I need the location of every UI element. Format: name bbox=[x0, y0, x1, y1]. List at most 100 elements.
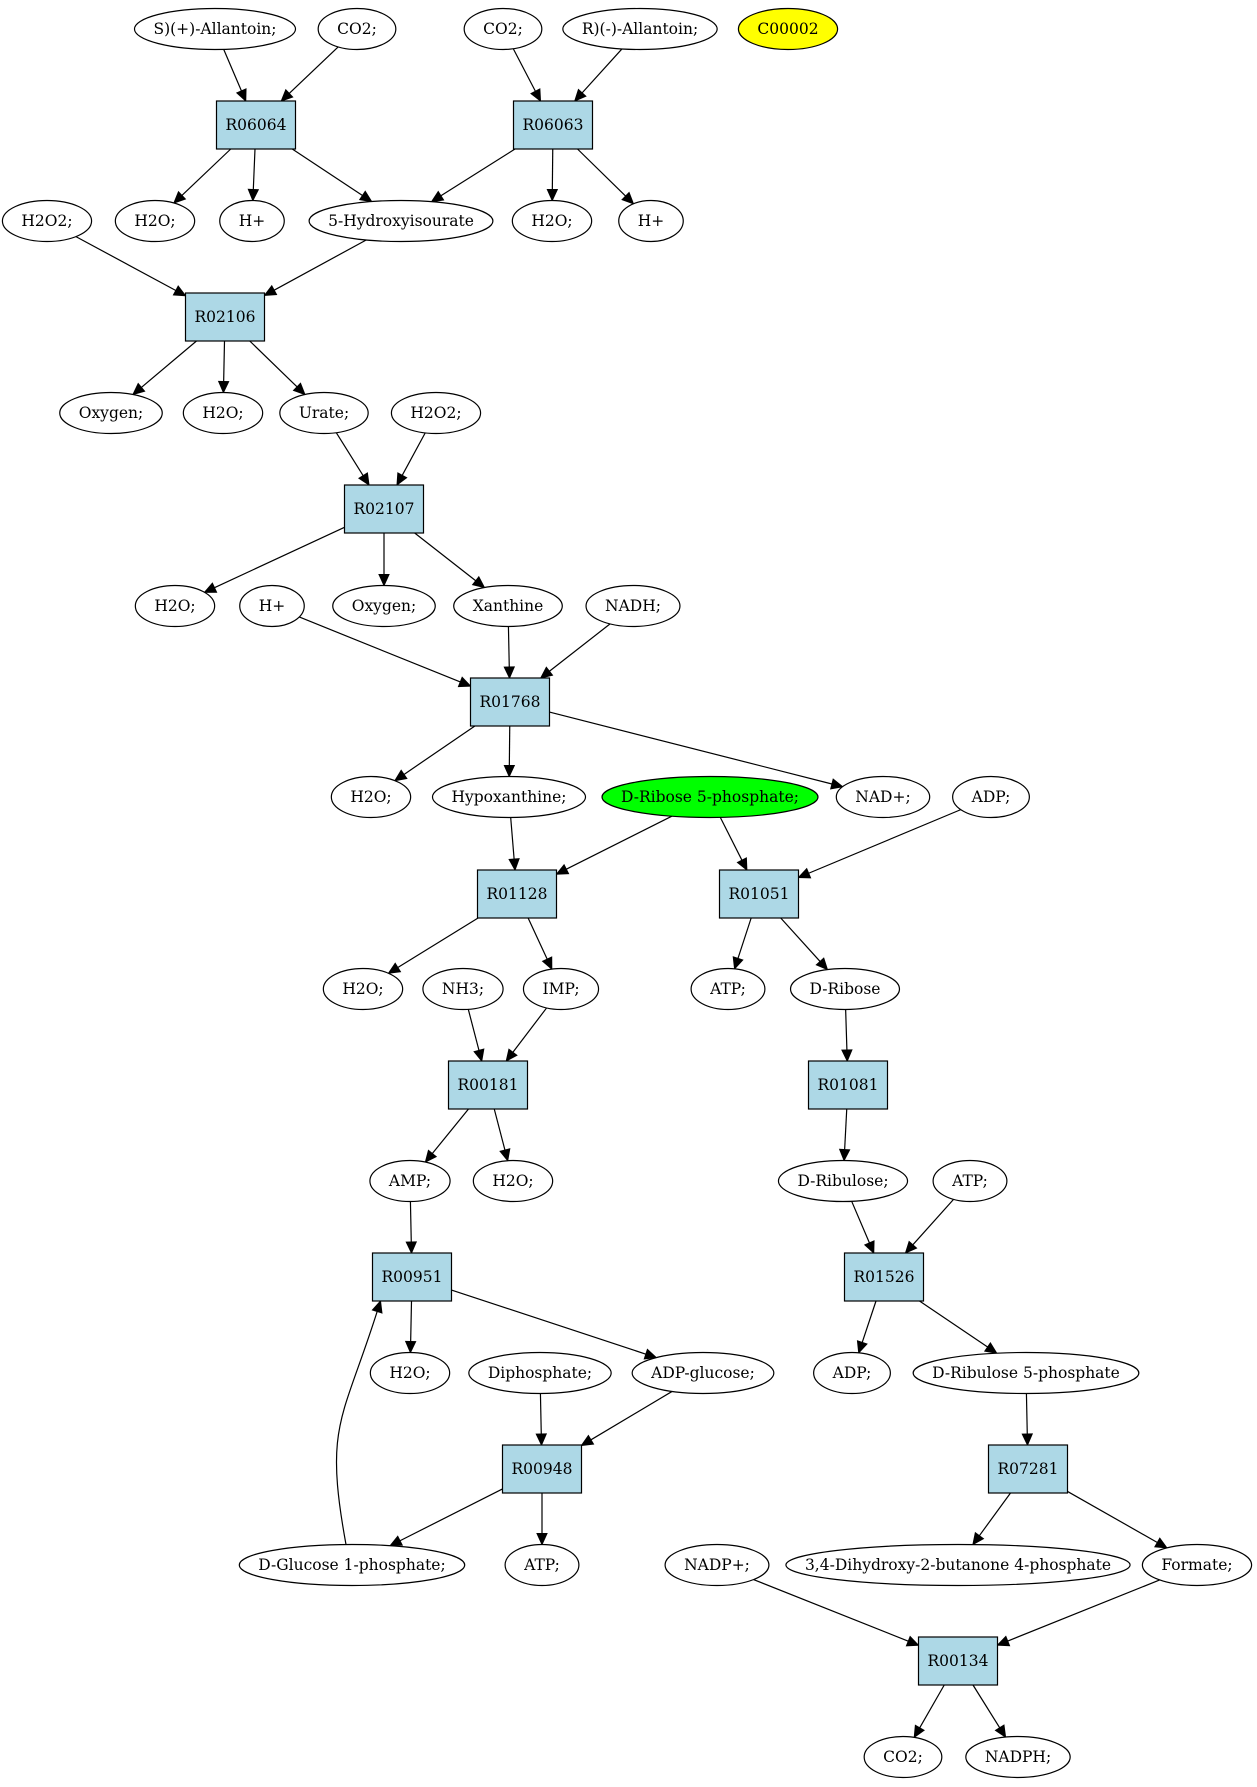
compound-node-h2o[interactable]: H2O; bbox=[369, 1351, 451, 1395]
reaction-node-r00134[interactable]: R00134 bbox=[917, 1636, 999, 1686]
edge-arrowhead bbox=[863, 1240, 875, 1255]
compound-node-xanthine[interactable]: Xanthine bbox=[453, 584, 563, 628]
compound-label: C00002 bbox=[757, 20, 818, 38]
compound-node-urate[interactable]: Urate; bbox=[279, 391, 369, 435]
compound-node-imp[interactable]: IMP; bbox=[522, 967, 600, 1011]
reaction-node-r02107[interactable]: R02107 bbox=[343, 484, 425, 534]
compound-node-nadp[interactable]: NADP+; bbox=[664, 1543, 770, 1587]
compound-ellipse bbox=[1, 199, 93, 243]
compound-ellipse bbox=[59, 391, 163, 435]
compound-node-h[interactable]: H+ bbox=[239, 584, 305, 628]
reaction-label: R00951 bbox=[382, 1268, 443, 1286]
compound-label: CO2; bbox=[883, 1748, 923, 1766]
edge-line bbox=[493, 1108, 506, 1151]
edge-c-amp-to-r00951 bbox=[405, 1201, 418, 1255]
reaction-node-r00951[interactable]: R00951 bbox=[371, 1252, 453, 1302]
edge-c-s-allantoin-to-r06064 bbox=[223, 49, 247, 103]
compound-node-d-ribose[interactable]: D-Ribose bbox=[789, 967, 901, 1011]
reaction-node-r01128[interactable]: R01128 bbox=[476, 869, 558, 919]
reaction-node-r01768[interactable]: R01768 bbox=[469, 677, 551, 727]
compound-node-formate[interactable]: Formate; bbox=[1141, 1543, 1253, 1587]
compound-ellipse bbox=[522, 967, 600, 1011]
reaction-node-r00948[interactable]: R00948 bbox=[501, 1444, 583, 1494]
compound-node-d-glucose-1-phosphate[interactable]: D-Glucose 1-phosphate; bbox=[238, 1543, 466, 1587]
edge-c-adp-a-to-r01051 bbox=[797, 809, 962, 879]
edge-line bbox=[252, 148, 256, 190]
edge-line bbox=[299, 616, 461, 683]
compound-ellipse bbox=[332, 584, 436, 628]
reaction-node-r02106[interactable]: R02106 bbox=[184, 292, 266, 342]
compound-node-c00002[interactable]: C00002 bbox=[737, 7, 839, 51]
reaction-label: R01768 bbox=[480, 693, 541, 711]
compound-node-d-ribulose[interactable]: D-Ribulose; bbox=[777, 1159, 909, 1203]
edge-r01128-to-c-h2o-f bbox=[387, 917, 479, 974]
edge-arrowhead bbox=[546, 188, 559, 202]
reaction-node-r06063[interactable]: R06063 bbox=[512, 100, 594, 150]
compound-node-h2o[interactable]: H2O; bbox=[511, 199, 593, 243]
edge-arrowhead bbox=[358, 190, 373, 203]
compound-node-3-4-dihydroxy-2-butanone-4-phosphate[interactable]: 3,4-Dihydroxy-2-butanone 4-phosphate bbox=[785, 1543, 1131, 1587]
compound-node-h[interactable]: H+ bbox=[219, 199, 285, 243]
edge-line bbox=[401, 432, 426, 476]
compound-node-atp[interactable]: ATP; bbox=[932, 1159, 1008, 1203]
compound-label: IMP; bbox=[542, 980, 579, 998]
compound-node-h2o[interactable]: H2O; bbox=[472, 1159, 554, 1203]
edge-line bbox=[451, 1289, 647, 1355]
compound-node-h[interactable]: H+ bbox=[618, 199, 684, 243]
reaction-node-r01051[interactable]: R01051 bbox=[718, 869, 800, 919]
edge-line bbox=[577, 148, 627, 197]
compound-node-h2o[interactable]: H2O; bbox=[322, 967, 404, 1011]
edge-r00951-to-c-h2o-h bbox=[404, 1300, 417, 1354]
edge-r06064-to-c-h2o-a bbox=[173, 148, 232, 204]
compound-node-oxygen[interactable]: Oxygen; bbox=[59, 391, 163, 435]
compound-node-adp-glucose[interactable]: ADP-glucose; bbox=[631, 1351, 775, 1395]
reaction-node-r00181[interactable]: R00181 bbox=[447, 1060, 529, 1110]
compound-node-h2o2[interactable]: H2O2; bbox=[390, 391, 482, 435]
compound-node-r-allantoin[interactable]: R)(-)-Allantoin; bbox=[562, 7, 718, 51]
edge-line bbox=[397, 917, 479, 969]
edge-arrowhead bbox=[172, 285, 187, 297]
edge-arrowhead bbox=[473, 1048, 485, 1063]
compound-node-d-ribulose-5-phosphate[interactable]: D-Ribulose 5-phosphate bbox=[912, 1351, 1140, 1395]
compound-node-co2[interactable]: CO2; bbox=[317, 7, 397, 51]
compound-node-5-hydroxyisourate[interactable]: 5-Hydroxyisourate bbox=[308, 199, 494, 243]
reaction-node-r01081[interactable]: R01081 bbox=[807, 1060, 889, 1110]
reaction-node-r07281[interactable]: R07281 bbox=[987, 1444, 1069, 1494]
reaction-box bbox=[476, 869, 558, 919]
reaction-node-r01526[interactable]: R01526 bbox=[843, 1252, 925, 1302]
compound-node-atp[interactable]: ATP; bbox=[690, 967, 766, 1011]
compound-node-co2[interactable]: CO2; bbox=[463, 7, 543, 51]
reaction-label: R02106 bbox=[195, 308, 256, 326]
compound-node-oxygen[interactable]: Oxygen; bbox=[332, 584, 436, 628]
compound-node-atp[interactable]: ATP; bbox=[504, 1543, 580, 1587]
compound-node-s-allantoin[interactable]: S)(+)-Allantoin; bbox=[133, 7, 297, 51]
compound-node-amp[interactable]: AMP; bbox=[369, 1159, 451, 1203]
compound-node-h2o[interactable]: H2O; bbox=[114, 199, 196, 243]
reaction-label: R07281 bbox=[998, 1460, 1059, 1478]
compound-node-h2o[interactable]: H2O; bbox=[330, 775, 412, 819]
edge-line bbox=[75, 236, 177, 292]
compound-node-nh3[interactable]: NH3; bbox=[422, 967, 504, 1011]
compound-node-diphosphate[interactable]: Diphosphate; bbox=[468, 1351, 612, 1395]
edge-arrowhead bbox=[1154, 1537, 1168, 1549]
edge-line bbox=[808, 809, 962, 874]
compound-node-co2[interactable]: CO2; bbox=[863, 1735, 943, 1779]
compound-node-h2o[interactable]: H2O; bbox=[182, 391, 264, 435]
edge-arrowhead bbox=[983, 1341, 998, 1354]
reaction-box bbox=[512, 100, 594, 150]
compound-node-nad[interactable]: NAD+; bbox=[835, 775, 931, 819]
compound-node-h2o[interactable]: H2O; bbox=[134, 584, 216, 628]
edge-line bbox=[273, 239, 367, 291]
edge-line bbox=[409, 1201, 412, 1243]
compound-node-nadph[interactable]: NADPH; bbox=[965, 1735, 1071, 1779]
compound-label: ADP-glucose; bbox=[650, 1364, 755, 1382]
compound-node-h2o2[interactable]: H2O2; bbox=[1, 199, 93, 243]
reaction-node-r06064[interactable]: R06064 bbox=[215, 100, 297, 150]
compound-node-adp[interactable]: ADP; bbox=[813, 1351, 891, 1395]
compound-node-adp[interactable]: ADP; bbox=[952, 775, 1030, 819]
compound-node-d-ribose-5-phosphate[interactable]: D-Ribose 5-phosphate; bbox=[601, 775, 819, 819]
compound-node-nadh[interactable]: NADH; bbox=[585, 584, 681, 628]
edge-r00134-to-c-nadph bbox=[972, 1684, 1007, 1739]
compound-node-hypoxanthine[interactable]: Hypoxanthine; bbox=[431, 775, 587, 819]
